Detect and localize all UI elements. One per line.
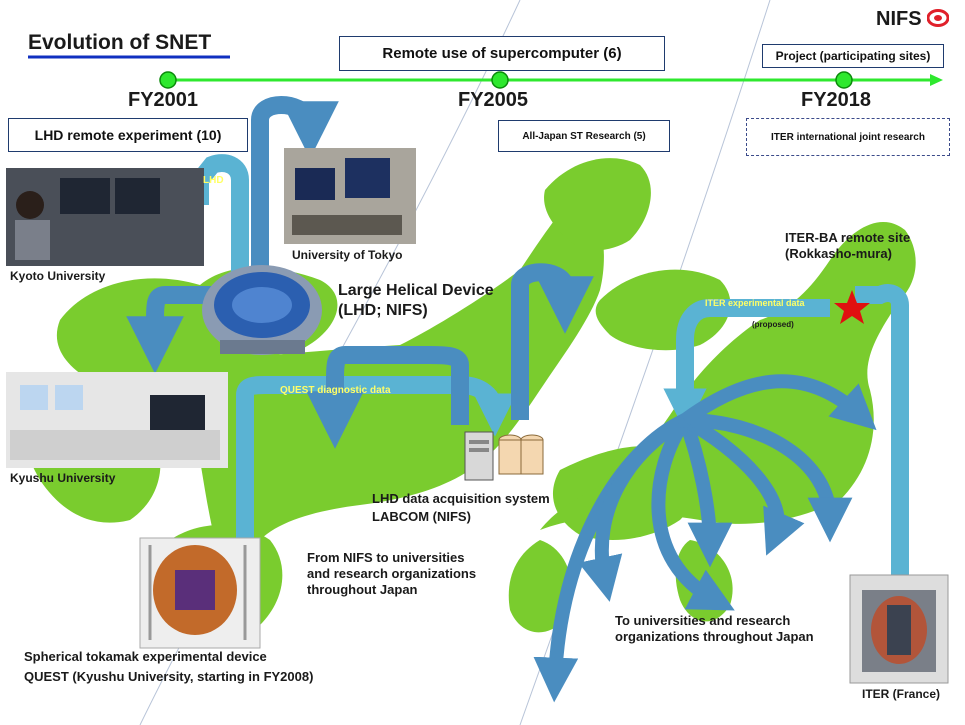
project-box: Project (participating sites) [762, 44, 944, 68]
supercomputer-box: Remote use of supercomputer (6) [339, 36, 665, 71]
fy-label-2005: FY2005 [458, 89, 529, 111]
quest-label-2: QUEST (Kyushu University, starting in FY… [24, 669, 314, 684]
lhd-remote-box: LHD remote experiment (10) [8, 118, 248, 152]
lhd-device-label-1: Large Helical Device [338, 282, 494, 299]
tube-iter-to-rokkasho [855, 284, 909, 585]
nifs-logo: NIFS [876, 7, 950, 31]
arrow-to-tokyo [251, 96, 339, 290]
all-japan-st-box: All-Japan ST Research (5) [498, 120, 670, 152]
map-tohoku-north [544, 158, 651, 251]
timeline-arrowhead [930, 74, 943, 86]
rokkasho-star-icon [834, 290, 870, 324]
photo-kyushu [6, 372, 228, 468]
tokyo-label: University of Tokyo [292, 248, 403, 262]
timeline-node-fy2018 [835, 71, 853, 89]
lhd-device-icon [202, 265, 322, 355]
to-univ-label-2: organizations throughout Japan [615, 629, 814, 644]
arrow-to-kyushu [126, 286, 215, 374]
quest-label-1: Spherical tokamak experimental device [24, 649, 267, 664]
map-honshu-central [170, 190, 604, 555]
iter-ba-label-2: (Rokkasho-mura) [785, 246, 892, 261]
page-title: Evolution of SNET [28, 31, 212, 54]
photo-tokyo [284, 148, 416, 244]
arrow-labcom-to-west [306, 346, 469, 449]
nifs-logo-text: NIFS [876, 8, 922, 30]
from-nifs-label-1: From NIFS to universities [307, 550, 465, 565]
lhd-tube-tag: LHD [203, 175, 224, 186]
map-hokkaido-left [595, 269, 731, 351]
iter-device-icon [849, 574, 949, 684]
from-nifs-label-3: throughout Japan [307, 582, 418, 597]
quest-data-tag: QUEST diagnostic data [280, 385, 391, 396]
labcom-label-1: LHD data acquisition system [372, 491, 550, 506]
to-univ-label-1: To universities and research [615, 613, 791, 628]
iter-distribution-arrows [533, 374, 877, 703]
labcom-server-icon [464, 431, 544, 481]
kyushu-label: Kyushu University [10, 471, 116, 485]
kyoto-label: Kyoto University [10, 269, 106, 283]
tube-quest [236, 376, 517, 540]
map-kyushu-right [508, 540, 572, 633]
tube-iter-data [663, 299, 830, 432]
proposed-tag: (proposed) [752, 320, 794, 329]
timeline-node-fy2001 [159, 71, 177, 89]
lhd-device-label-2: (LHD; NIFS) [338, 302, 428, 319]
timeline-node-fy2005 [491, 71, 509, 89]
iter-ba-label-1: ITER-BA remote site [785, 230, 911, 245]
arrow-labcom-to-north [511, 263, 594, 420]
fy-label-2018: FY2018 [801, 89, 872, 111]
iter-joint-box: ITER international joint research [746, 118, 950, 156]
fy-label-2001: FY2001 [128, 89, 199, 111]
quest-device-icon [139, 537, 261, 649]
labcom-label-2: LABCOM (NIFS) [372, 509, 471, 524]
nifs-logo-mark-icon [926, 9, 950, 27]
iter-data-tag: ITER experimental data [705, 298, 805, 308]
photo-kyoto [6, 168, 204, 266]
tube-kyoto [191, 154, 249, 330]
iter-france-label: ITER (France) [862, 687, 941, 701]
from-nifs-label-2: and research organizations [307, 566, 477, 581]
